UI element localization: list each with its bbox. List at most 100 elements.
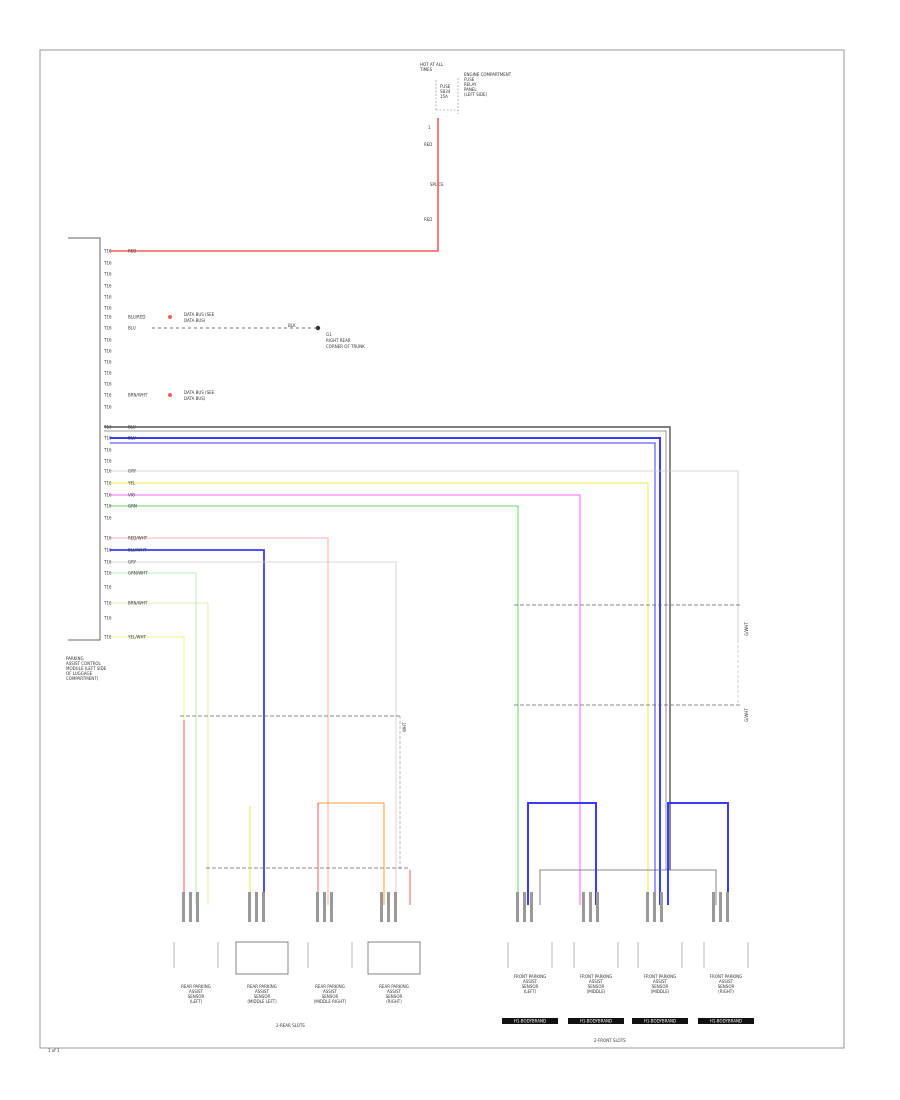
rear-sensor-3-body — [307, 942, 353, 968]
rear-sensor-4-pin-1 — [380, 892, 383, 922]
fuse-label-1: FUSE — [440, 84, 451, 89]
rear-sensor-1-body — [173, 942, 219, 968]
front-sensor-4-body — [703, 942, 749, 968]
rear-sensor-3-pin-1 — [316, 892, 319, 922]
front-sensor-2-pin-1 — [582, 892, 585, 922]
module-pin-28: T16 — [103, 571, 112, 576]
data-bus-arrow-2 — [168, 393, 172, 397]
front-sensor-2: FRONT PARKINGASSISTSENSOR(MIDDLE)H1-BODY… — [568, 892, 624, 1024]
data-bus-2-line-2: DATA BUS) — [184, 396, 206, 401]
rear-sensor-1-pin-3 — [196, 892, 199, 922]
rear-sensor-2-label-3: SENSOR — [254, 994, 271, 999]
wire-front-green — [110, 505, 519, 905]
module-pin-13: T16 — [103, 382, 112, 387]
rear-group-label: 2-REAR SLOTS — [276, 1023, 305, 1028]
panel-label-1: ENGINE COMPARTMENT — [464, 72, 512, 77]
module-wire-color-8: BLU — [128, 326, 136, 331]
module-pin-4: T16 — [103, 284, 112, 289]
rear-sensor-1-pin-1 — [182, 892, 185, 922]
rear-sensor-4-label-2: ASSIST — [387, 989, 402, 994]
rear-sensor-2-label-2: ASSIST — [255, 989, 270, 994]
rear-sensor-1-label-1: REAR PARKING — [181, 984, 211, 989]
shield-label-front-2: G/WHT — [744, 708, 749, 722]
fuse-label-2: SB34 — [440, 89, 451, 94]
module-name: PARKING ASSIST CONTROL MODULE (LEFT SIDE… — [66, 656, 107, 681]
front-sensor-3-tag: H1-BODYBRAND — [644, 1019, 676, 1024]
module-wire-color-23: GRN — [128, 504, 137, 509]
module-wire-color-14: BRN/WHT — [128, 393, 148, 398]
front-sensor-4-pin-1 — [712, 892, 715, 922]
ground-line-3: CORNER OF TRUNK — [326, 344, 365, 349]
rear-sensor-1-label-4: (LEFT) — [190, 999, 203, 1004]
rear-sensor-3-label-4: (MIDDLE RIGHT) — [314, 999, 347, 1004]
lower-wire-color: RED — [424, 217, 432, 222]
data-bus-1-line-2: DATA BUS) — [184, 318, 206, 323]
module-pin-24: T16 — [103, 516, 112, 521]
module-wire-color-22: VIO — [128, 493, 135, 498]
front-sensor-4-pin-2 — [719, 892, 722, 922]
shield-inner — [104, 430, 667, 870]
data-bus-1-line-1: DATA BUS (SEE — [184, 312, 215, 317]
module-pin-7: T16 — [103, 315, 112, 320]
module-pin-8: T16 — [103, 326, 112, 331]
rear-sensor-3-pin-3 — [330, 892, 333, 922]
module-wire-color-25: RED/WHT — [128, 536, 148, 541]
module-pin-26: T16 — [103, 548, 112, 553]
ground-line-2: RIGHT REAR — [326, 338, 351, 343]
front-sensor-3-tag-bg — [632, 1018, 688, 1024]
front-sensor-1-body — [507, 942, 553, 968]
front-sensor-3-pin-1 — [646, 892, 649, 922]
module-pin-15: T16 — [103, 405, 112, 410]
page-number: 1 of 1 — [48, 1048, 60, 1053]
module-pin-30: T16 — [103, 601, 112, 606]
top-connector: HOT AT ALL TIMES FUSE SB34 15A ENGINE CO… — [419, 62, 512, 222]
front-sensor-3-label-4: (MIDDLE) — [651, 989, 670, 994]
module-pin-3: T16 — [103, 272, 112, 277]
module-wire-color-32: YEL/WHT — [127, 635, 147, 640]
front-sensor-4-label-4: (RIGHT) — [718, 989, 734, 994]
front-sensor-1-tag-bg — [502, 1018, 558, 1024]
wire-rear-gray — [110, 561, 397, 905]
front-sensor-2-label-1: FRONT PARKING — [580, 974, 613, 979]
rear-sensor-4-label-3: SENSOR — [386, 994, 403, 999]
module-wire-color-7: BLU/RED — [128, 315, 145, 320]
ground-icon — [315, 325, 321, 331]
front-group-label: 2-FRONT SLOTS — [594, 1038, 626, 1043]
module-pin-19: T16 — [103, 459, 112, 464]
module-pin-11: T16 — [103, 360, 112, 365]
module-pin-20: T16 — [103, 469, 112, 474]
module-pin-9: T16 — [103, 338, 112, 343]
data-bus-connections: DATA BUS (SEE DATA BUS) DATA BUS (SEE DA… — [152, 312, 365, 401]
module-name-3: MODULE (LEFT SIDE — [66, 666, 107, 671]
front-sensor-4-label-3: SENSOR — [718, 984, 735, 989]
front-sensor-1-pin-3 — [530, 892, 533, 922]
front-sensor-2-tag-bg — [568, 1018, 624, 1024]
wire-rear-brown — [110, 602, 209, 905]
diagram-border — [39, 49, 845, 1049]
hot-label-1: HOT AT ALL — [420, 62, 444, 67]
front-sensor-3-pin-2 — [653, 892, 656, 922]
wire-front-gray — [110, 470, 739, 640]
front-sensor-3-label-1: FRONT PARKING — [644, 974, 677, 979]
rear-sensor-3-label-3: SENSOR — [322, 994, 339, 999]
front-sensor-4-tag: H1-BODYBRAND — [710, 1019, 742, 1024]
front-sensor-1-pin-2 — [523, 892, 526, 922]
rear-sensor-3-label-2: ASSIST — [323, 989, 338, 994]
rear-sensor-3-label-1: REAR PARKING — [315, 984, 345, 989]
front-sensor-1-pin-1 — [516, 892, 519, 922]
front-sensor-2-label-4: (MIDDLE) — [587, 989, 606, 994]
module-wire-color-1: RED — [128, 249, 136, 254]
module-wire-color-30: BRN/WHT — [128, 601, 148, 606]
module-wire-color-26: BLU/WHT — [128, 548, 147, 553]
shield-label-rear: WHT — [402, 722, 407, 732]
front-sensor-2-tag: H1-BODYBRAND — [580, 1019, 612, 1024]
rear-sensor-2-label-1: REAR PARKING — [247, 984, 277, 989]
front-sensor-2-pin-3 — [596, 892, 599, 922]
hot-label-2: TIMES — [419, 67, 433, 72]
wire-power-red — [110, 118, 439, 252]
wire-rear-red-white — [110, 537, 329, 905]
rear-sensor-4-body — [367, 941, 421, 975]
